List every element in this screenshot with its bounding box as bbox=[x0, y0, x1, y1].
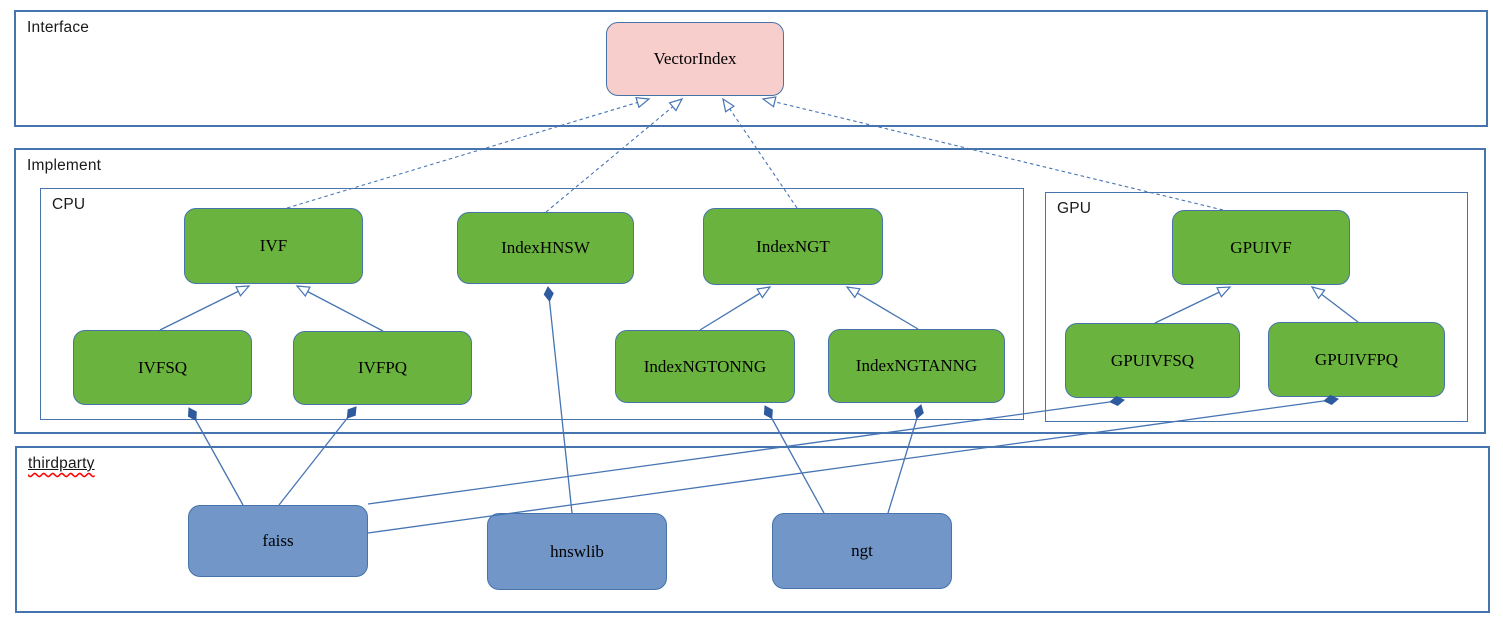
node-faiss-label: faiss bbox=[262, 531, 294, 550]
node-hnswlib: hnswlib bbox=[487, 513, 667, 590]
node-indexngtanng: IndexNGTANNG bbox=[828, 329, 1005, 403]
node-gpuivf-label: GPUIVF bbox=[1230, 237, 1292, 257]
node-indexngt-label: IndexNGT bbox=[756, 236, 830, 256]
node-ivfpq: IVFPQ bbox=[293, 331, 472, 405]
container-implement-label: Implement bbox=[27, 157, 102, 174]
node-indexhnsw-label: IndexHNSW bbox=[501, 238, 590, 257]
container-gpu-label: GPU bbox=[1057, 200, 1092, 217]
container-thirdparty-label: thirdparty bbox=[28, 455, 95, 472]
node-indexngt: IndexNGT bbox=[703, 208, 883, 285]
node-vectorindex: VectorIndex bbox=[606, 22, 784, 96]
node-gpuivfpq-label: GPUIVFPQ bbox=[1314, 349, 1399, 369]
node-ivfsq: IVFSQ bbox=[73, 330, 252, 405]
node-hnswlib-label: hnswlib bbox=[550, 541, 604, 561]
node-indexhnsw: IndexHNSW bbox=[457, 212, 634, 284]
node-vectorindex-label: VectorIndex bbox=[653, 49, 737, 68]
node-ivf-label: IVF bbox=[259, 236, 288, 255]
node-ivfsq-label: IVFSQ bbox=[137, 357, 188, 377]
node-ngt: ngt bbox=[772, 513, 952, 589]
node-gpuivf: GPUIVF bbox=[1172, 210, 1350, 285]
node-gpuivfsq: GPUIVFSQ bbox=[1065, 323, 1240, 398]
node-ngt-label: ngt bbox=[851, 541, 873, 560]
container-cpu-label: CPU bbox=[52, 196, 86, 213]
node-faiss: faiss bbox=[188, 505, 368, 577]
node-indexngtonng-label: IndexNGTONNG bbox=[643, 356, 767, 376]
node-ivf: IVF bbox=[184, 208, 363, 284]
node-gpuivfpq: GPUIVFPQ bbox=[1268, 322, 1445, 397]
node-indexngtanng-label: IndexNGTANNG bbox=[855, 356, 978, 375]
container-interface-label: Interface bbox=[27, 19, 90, 36]
node-indexngtonng: IndexNGTONNG bbox=[615, 330, 795, 403]
node-ivfpq-label: IVFPQ bbox=[357, 358, 408, 377]
node-gpuivfsq-label: GPUIVFSQ bbox=[1110, 350, 1195, 370]
